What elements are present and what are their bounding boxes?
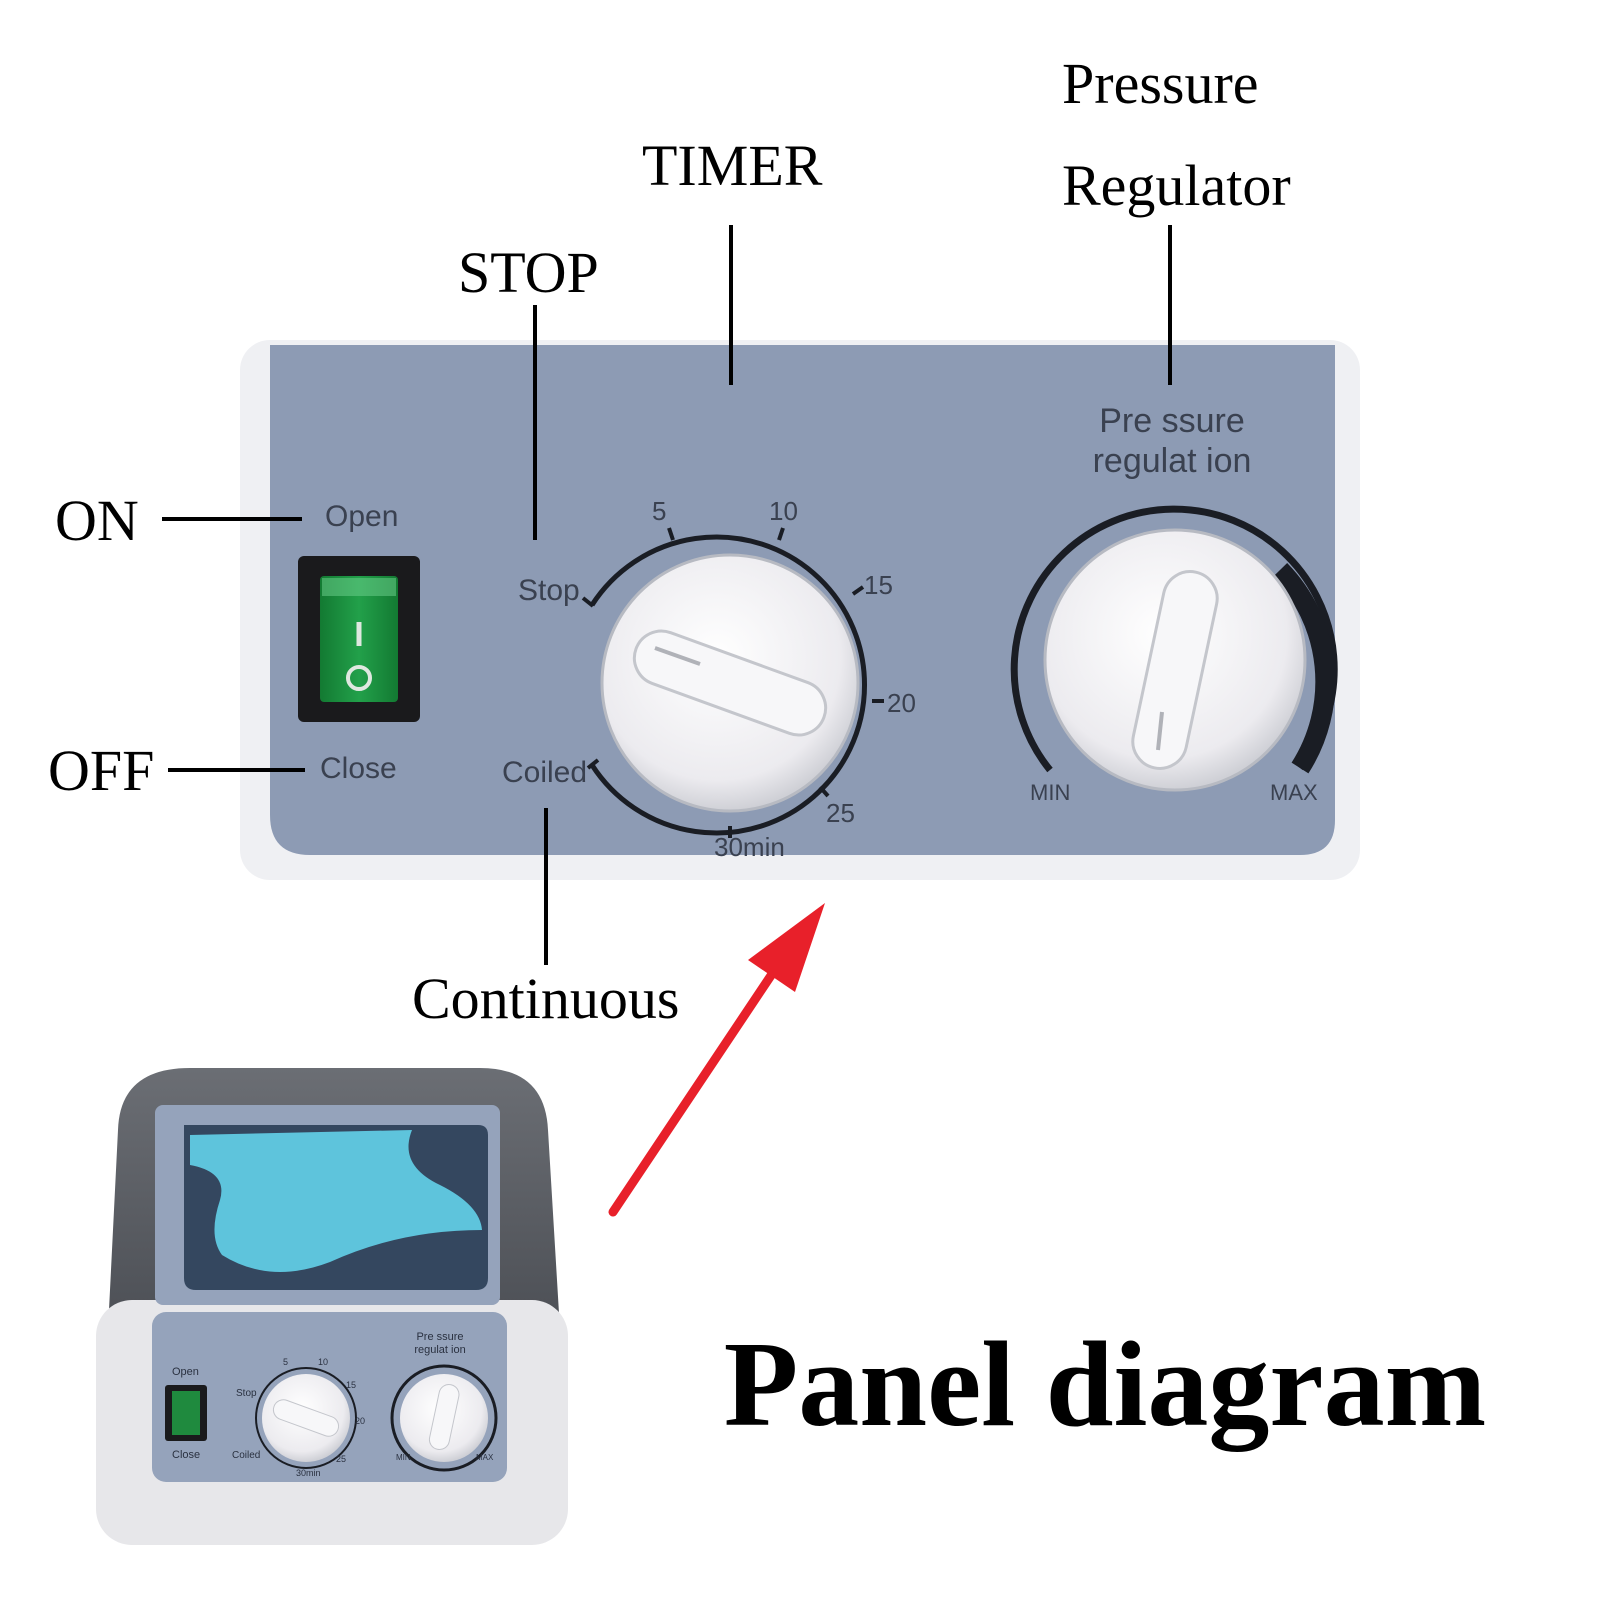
callout-on: ON (55, 488, 139, 553)
power-switch[interactable] (298, 556, 420, 722)
mini-tick-20: 20 (355, 1416, 365, 1426)
mini-tick-10: 10 (318, 1357, 328, 1367)
mini-tick-30min: 30min (296, 1468, 321, 1478)
mini-max-label: MAX (476, 1453, 494, 1462)
callout-pressure-2: Regulator (1062, 153, 1291, 218)
mini-tick-25: 25 (336, 1454, 346, 1464)
tick-25 (818, 785, 830, 798)
timer-tick-5: 5 (652, 496, 666, 526)
mini-coiled-label: Coiled (232, 1450, 260, 1461)
switch-close-label: Close (320, 752, 397, 785)
timer-coiled-label: Coiled (502, 756, 587, 789)
mini-timer-ring (255, 1367, 357, 1469)
tick-stop (581, 596, 595, 608)
timer-tick-20: 20 (887, 688, 916, 718)
device-screen-wave (190, 1130, 482, 1272)
mini-open-label: Open (172, 1366, 199, 1378)
mini-close-label: Close (172, 1449, 200, 1461)
device-thumbnail: Open Close Stop Coiled 5 10 15 20 25 30m… (96, 1068, 568, 1545)
tick-5 (667, 527, 675, 541)
mini-tick-5: 5 (283, 1357, 288, 1367)
mini-rocker (172, 1391, 200, 1435)
callouts: ON OFF STOP TIMER Pressure Regulator Con… (48, 51, 1291, 1031)
mini-min-label: MIN (396, 1453, 411, 1462)
timer-tick-15: 15 (864, 570, 893, 600)
switch-highlight (322, 578, 396, 596)
mini-timer-grip (272, 1399, 340, 1437)
pressure-pointer-icon (1156, 711, 1164, 751)
zoom-arrow-icon (608, 903, 825, 1217)
pressure-max-label: MAX (1270, 780, 1318, 805)
callout-off: OFF (48, 738, 154, 803)
pressure-knob-grip[interactable] (1128, 567, 1222, 774)
tick-10 (777, 527, 785, 541)
callout-timer: TIMER (642, 133, 823, 198)
mini-pressure-ring (390, 1364, 498, 1472)
timer-tick-30min: 30min (714, 832, 785, 862)
tick-coiled (586, 758, 600, 770)
timer-pointer-icon (654, 646, 701, 666)
mini-pressure-label-2: regulat ion (414, 1344, 465, 1356)
mini-stop-label: Stop (236, 1388, 257, 1399)
off-mark-icon (346, 665, 372, 691)
mini-pressure-grip (428, 1384, 460, 1451)
callout-pressure-1: Pressure (1062, 51, 1259, 116)
pressure-dial[interactable] (1010, 505, 1338, 792)
timer-dial[interactable] (581, 527, 884, 838)
switch-open-label: Open (325, 500, 398, 533)
tick-15 (851, 585, 865, 596)
timer-stop-label: Stop (518, 574, 580, 607)
pressure-max-band (1272, 563, 1336, 774)
timer-scale-arc (589, 534, 868, 836)
pressure-min-label: MIN (1030, 780, 1070, 805)
callout-stop: STOP (458, 240, 599, 305)
callout-continuous: Continuous (412, 966, 680, 1031)
pressure-panel-label-1: Pre ssure (1099, 402, 1245, 440)
mini-tick-15: 15 (346, 1380, 356, 1390)
enlarged-panel: Open Close Stop Coiled 5 10 15 20 25 30m… (240, 340, 1360, 880)
timer-tick-10: 10 (769, 496, 798, 526)
mini-pressure-label-1: Pre ssure (416, 1331, 463, 1343)
timer-tick-25: 25 (826, 798, 855, 828)
pressure-panel-label-2: regulat ion (1093, 442, 1252, 480)
diagram-title: Panel diagram (724, 1317, 1486, 1452)
